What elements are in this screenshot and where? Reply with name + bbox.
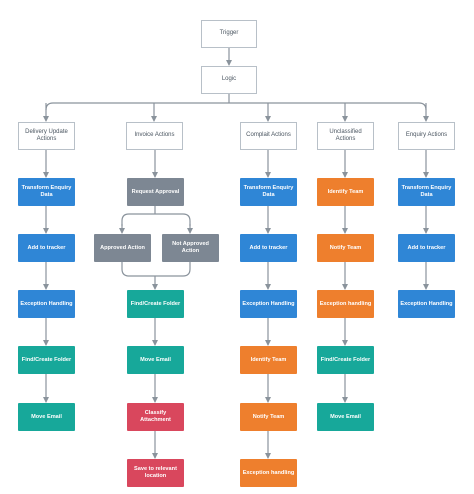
logic-node: Logic	[201, 66, 257, 94]
cmp-identify-team-node: Identify Team	[240, 346, 297, 374]
cmp-add-to-tracker-node: Add to tracker	[240, 234, 297, 262]
cmp-notify-team-node: Notify Team	[240, 403, 297, 431]
delivery-update-actions-node: Delivery Update Actions	[18, 122, 75, 150]
enq-transform-enquiry-data-node: Transform Enquiry Data	[398, 178, 455, 206]
inv-move-email-node: Move Email	[127, 346, 184, 374]
enq-exception-handling-node: Exception Handling	[398, 290, 455, 318]
du-add-to-tracker-node: Add to tracker	[18, 234, 75, 262]
cmp-exception-handling-final-node: Exception handling	[240, 459, 297, 487]
connector-category-bus	[45, 102, 427, 111]
invoice-actions-node: Invoice Actions	[126, 122, 183, 150]
inv-find-create-folder-node: Find/Create Folder	[127, 290, 184, 318]
enq-add-to-tracker-node: Add to tracker	[398, 234, 455, 262]
inv-not-approved-action-node: Not Approved Action	[162, 234, 219, 262]
inv-request-approval-node: Request Approval	[127, 178, 184, 206]
du-move-email-node: Move Email	[18, 403, 75, 431]
connector-inv-split	[121, 213, 191, 226]
connector-inv-merge	[121, 262, 191, 277]
enquiry-actions-node: Enquiry Actions	[398, 122, 455, 150]
unc-exception-handling-node: Exception handling	[317, 290, 374, 318]
unclassified-actions-node: Unclassified Actions	[317, 122, 374, 150]
unc-notify-team-node: Notify Team	[317, 234, 374, 262]
complaint-actions-node: Complait Actions	[240, 122, 297, 150]
cmp-transform-enquiry-data-node: Transform Enquiry Data	[240, 178, 297, 206]
inv-classify-attachment-node: Classify Attachment	[127, 403, 184, 431]
unc-move-email-node: Move Email	[317, 403, 374, 431]
trigger-node: Trigger	[201, 20, 257, 48]
inv-approved-action-node: Approved Action	[94, 234, 151, 262]
du-find-create-folder-node: Find/Create Folder	[18, 346, 75, 374]
du-transform-enquiry-data-node: Transform Enquiry Data	[18, 178, 75, 206]
unc-identify-team-node: Identify Team	[317, 178, 374, 206]
unc-find-create-folder-node: Find/Create Folder	[317, 346, 374, 374]
cmp-exception-handling-node: Exception Handling	[240, 290, 297, 318]
inv-save-to-location-node: Save to relevant location	[127, 459, 184, 487]
du-exception-handling-node: Exception Handling	[18, 290, 75, 318]
